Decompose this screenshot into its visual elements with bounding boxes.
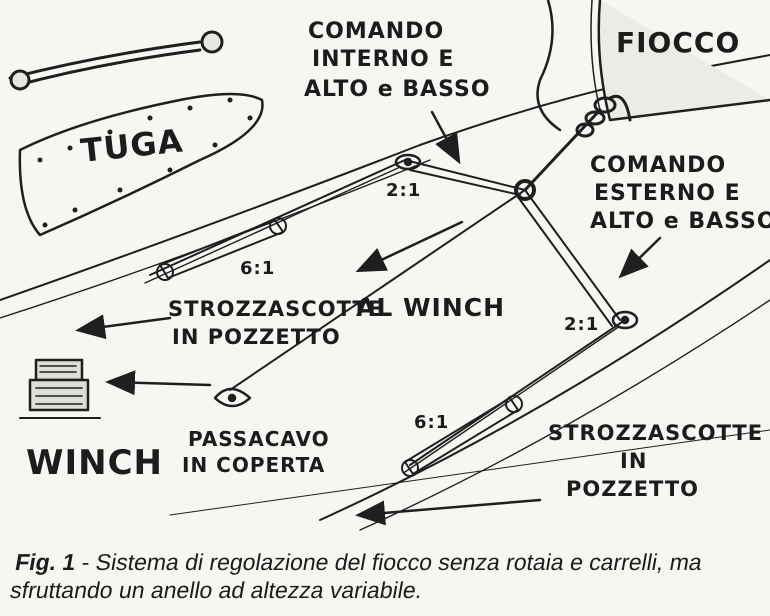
label-winch: WINCH: [26, 443, 163, 483]
arrow-comando-esterno: [618, 236, 662, 279]
arrow-strozzascotte-right: [355, 498, 542, 526]
svg-text:ALTO e BASSO: ALTO e BASSO: [304, 77, 491, 102]
figure-number: Fig. 1: [13, 549, 78, 575]
label-passacavo: PASSACAVO IN COPERTA: [182, 427, 330, 477]
arrow-al-winch: [355, 220, 464, 273]
clew-knot: [575, 94, 632, 138]
block-left: [394, 153, 422, 171]
svg-text:ESTERNO E: ESTERNO E: [594, 181, 741, 206]
svg-text:STROZZASCOTTE: STROZZASCOTTE: [548, 421, 763, 445]
svg-text:COMANDO: COMANDO: [590, 153, 726, 178]
handrail: [8, 30, 224, 91]
jib-adjustment-diagram: FIOCCO TUGA COMANDO INTERNO E ALTO e BAS…: [0, 0, 770, 531]
deck-fairlead: [213, 387, 252, 408]
label-strozzascotte-left: STROZZASCOTTE IN POZZETTO: [168, 297, 383, 349]
svg-text:STROZZASCOTTE: STROZZASCOTTE: [168, 297, 383, 321]
svg-text:POZZETTO: POZZETTO: [566, 477, 699, 501]
adjustment-ring: [514, 179, 536, 201]
svg-text:INTERNO E: INTERNO E: [312, 47, 454, 72]
label-fiocco: FIOCCO: [616, 26, 740, 59]
label-comando-interno: COMANDO INTERNO E ALTO e BASSO: [304, 19, 491, 102]
label-comando-esterno: COMANDO ESTERNO E ALTO e BASSO: [590, 153, 770, 234]
sheet-lines: [144, 108, 626, 473]
svg-text:ALTO e BASSO: ALTO e BASSO: [590, 209, 770, 234]
figure-caption: Fig. 1 - Sistema di regolazione del fioc…: [8, 548, 758, 604]
arrows: [75, 110, 662, 526]
svg-text:IN POZZETTO: IN POZZETTO: [172, 325, 341, 349]
svg-text:IN COPERTA: IN COPERTA: [182, 453, 325, 477]
jib-sail: [536, 0, 770, 132]
label-strozzascotte-right: STROZZASCOTTE IN POZZETTO: [548, 421, 763, 501]
arrow-strozzascotte-left: [75, 314, 172, 340]
caption-text: Sistema di regolazione del fiocco senza …: [8, 549, 705, 603]
svg-text:COMANDO: COMANDO: [308, 19, 444, 44]
winch-icon: [19, 358, 101, 419]
cabin-top: [18, 92, 264, 237]
label-ratio-block-right: 2:1: [564, 314, 599, 335]
arrow-comando-interno: [430, 110, 461, 165]
svg-text:IN: IN: [620, 449, 647, 473]
label-ratio-tackle-upper: 6:1: [240, 258, 275, 279]
svg-text:PASSACAVO: PASSACAVO: [188, 427, 330, 451]
label-ratio-block-left: 2:1: [386, 180, 421, 201]
arrow-to-winch: [105, 370, 212, 396]
label-tuga: TUGA: [79, 121, 185, 170]
tackle-lower: [401, 395, 523, 477]
label-ratio-tackle-lower: 6:1: [414, 412, 449, 433]
block-right: [611, 310, 639, 330]
tackle-upper: [156, 217, 287, 281]
label-al-winch: AL WINCH: [356, 293, 505, 322]
